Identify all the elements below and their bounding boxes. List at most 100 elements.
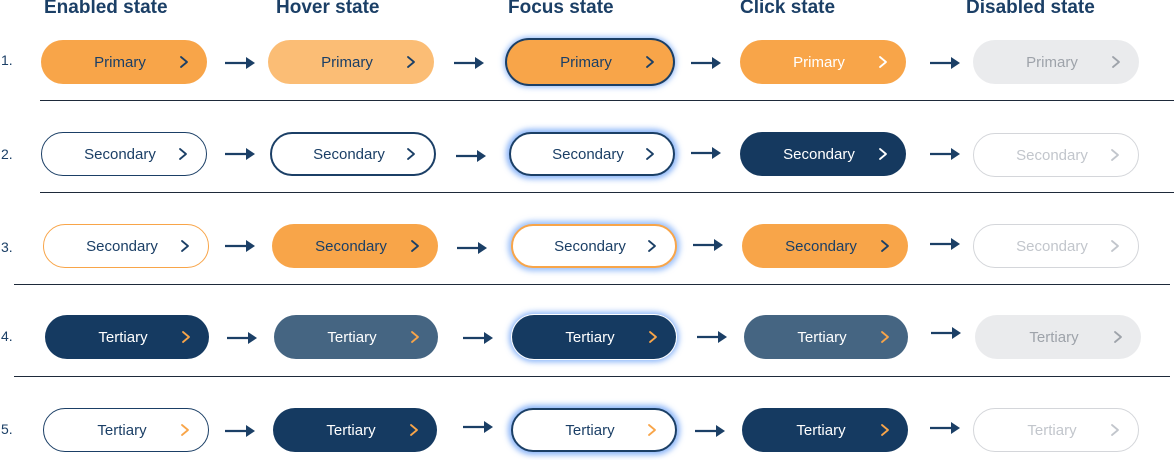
chevron-right-icon bbox=[1111, 240, 1119, 252]
chevron-right-icon bbox=[879, 148, 887, 160]
secondary-button-click[interactable]: Secondary bbox=[740, 132, 906, 176]
row-divider bbox=[40, 192, 1174, 193]
arrow-right-icon bbox=[695, 425, 725, 437]
tertiary-outline-button-enabled[interactable]: Tertiary bbox=[43, 408, 209, 452]
chevron-right-icon bbox=[1111, 424, 1119, 436]
primary-button-click[interactable]: Primary bbox=[740, 40, 906, 84]
secondary-orange-button-enabled[interactable]: Secondary bbox=[43, 224, 209, 268]
button-label: Secondary bbox=[315, 237, 387, 255]
button-label: Tertiary bbox=[565, 328, 615, 346]
row-divider bbox=[14, 284, 1170, 285]
button-label: Secondary bbox=[785, 237, 857, 255]
arrow-right-icon bbox=[225, 57, 255, 69]
tertiary-button-disabled: Tertiary bbox=[975, 315, 1141, 359]
arrow-right-icon bbox=[930, 57, 960, 69]
button-label: Secondary bbox=[1016, 237, 1088, 255]
primary-button-focus[interactable]: Primary bbox=[507, 40, 673, 84]
button-label: Secondary bbox=[554, 237, 626, 255]
arrow-right-icon bbox=[693, 239, 723, 251]
arrow-right-icon bbox=[691, 57, 721, 69]
button-label: Secondary bbox=[313, 145, 385, 163]
header-click-state: Click state bbox=[740, 0, 836, 18]
primary-button-hover[interactable]: Primary bbox=[268, 40, 434, 84]
button-label: Primary bbox=[94, 53, 146, 71]
chevron-right-icon bbox=[881, 424, 889, 436]
chevron-right-icon bbox=[646, 56, 654, 68]
chevron-right-icon bbox=[182, 331, 190, 343]
chevron-right-icon bbox=[179, 148, 187, 160]
row-number: 2. bbox=[1, 146, 13, 162]
primary-button-enabled[interactable]: Primary bbox=[41, 40, 207, 84]
arrow-right-icon bbox=[225, 240, 255, 252]
arrow-right-icon bbox=[691, 147, 721, 159]
secondary-orange-button-click[interactable]: Secondary bbox=[742, 224, 908, 268]
button-label: Secondary bbox=[86, 237, 158, 255]
button-label: Primary bbox=[560, 53, 612, 71]
button-label: Primary bbox=[793, 53, 845, 71]
arrow-right-icon bbox=[225, 425, 255, 437]
tertiary-outline-button-hover[interactable]: Tertiary bbox=[273, 408, 437, 452]
chevron-right-icon bbox=[1111, 149, 1119, 161]
header-disabled-state: Disabled state bbox=[966, 0, 1095, 18]
chevron-right-icon bbox=[407, 56, 415, 68]
chevron-right-icon bbox=[646, 148, 654, 160]
button-label: Tertiary bbox=[797, 328, 847, 346]
row-divider bbox=[40, 100, 1174, 101]
button-label: Primary bbox=[1026, 53, 1078, 71]
arrow-right-icon bbox=[454, 57, 484, 69]
tertiary-outline-button-disabled: Tertiary bbox=[973, 408, 1139, 452]
row-number: 5. bbox=[1, 421, 13, 437]
row-divider bbox=[14, 376, 1170, 377]
secondary-button-focus[interactable]: Secondary bbox=[509, 132, 675, 176]
chevron-right-icon bbox=[879, 56, 887, 68]
chevron-right-icon bbox=[881, 240, 889, 252]
secondary-orange-button-disabled: Secondary bbox=[973, 224, 1139, 268]
chevron-right-icon bbox=[1114, 331, 1122, 343]
button-label: Secondary bbox=[84, 145, 156, 163]
button-label: Tertiary bbox=[98, 328, 148, 346]
button-label: Tertiary bbox=[1029, 328, 1079, 346]
chevron-right-icon bbox=[881, 331, 889, 343]
chevron-right-icon bbox=[407, 148, 415, 160]
row-number: 4. bbox=[1, 328, 13, 344]
header-enabled-state: Enabled state bbox=[44, 0, 168, 18]
header-hover-state: Hover state bbox=[276, 0, 380, 18]
button-label: Tertiary bbox=[327, 328, 377, 346]
arrow-right-icon bbox=[930, 238, 960, 250]
secondary-button-disabled: Secondary bbox=[973, 133, 1139, 177]
tertiary-button-focus[interactable]: Tertiary bbox=[512, 315, 676, 359]
button-label: Tertiary bbox=[1027, 421, 1077, 439]
arrow-right-icon bbox=[225, 148, 255, 160]
button-label: Tertiary bbox=[326, 421, 376, 439]
chevron-right-icon bbox=[648, 424, 656, 436]
tertiary-outline-button-click[interactable]: Tertiary bbox=[742, 408, 908, 452]
chevron-right-icon bbox=[649, 331, 657, 343]
button-label: Tertiary bbox=[796, 421, 846, 439]
arrow-right-icon bbox=[463, 421, 493, 433]
button-label: Secondary bbox=[783, 145, 855, 163]
header-focus-state: Focus state bbox=[508, 0, 614, 18]
tertiary-button-enabled[interactable]: Tertiary bbox=[45, 315, 209, 359]
arrow-right-icon bbox=[931, 327, 961, 339]
tertiary-button-click[interactable]: Tertiary bbox=[744, 315, 908, 359]
secondary-orange-button-hover[interactable]: Secondary bbox=[272, 224, 438, 268]
tertiary-outline-button-focus[interactable]: Tertiary bbox=[511, 408, 677, 452]
tertiary-button-hover[interactable]: Tertiary bbox=[274, 315, 438, 359]
button-label: Tertiary bbox=[97, 421, 147, 439]
chevron-right-icon bbox=[181, 240, 189, 252]
secondary-button-enabled[interactable]: Secondary bbox=[41, 132, 207, 176]
button-label: Secondary bbox=[552, 145, 624, 163]
arrow-right-icon bbox=[463, 332, 493, 344]
secondary-button-hover[interactable]: Secondary bbox=[270, 132, 436, 176]
chevron-right-icon bbox=[411, 331, 419, 343]
chevron-right-icon bbox=[1112, 56, 1120, 68]
primary-button-disabled: Primary bbox=[973, 40, 1139, 84]
chevron-right-icon bbox=[411, 240, 419, 252]
chevron-right-icon bbox=[180, 56, 188, 68]
secondary-orange-button-focus[interactable]: Secondary bbox=[511, 224, 677, 268]
row-number: 3. bbox=[1, 239, 13, 255]
arrow-right-icon bbox=[697, 331, 727, 343]
chevron-right-icon bbox=[410, 424, 418, 436]
chevron-right-icon bbox=[648, 240, 656, 252]
button-label: Tertiary bbox=[565, 421, 615, 439]
